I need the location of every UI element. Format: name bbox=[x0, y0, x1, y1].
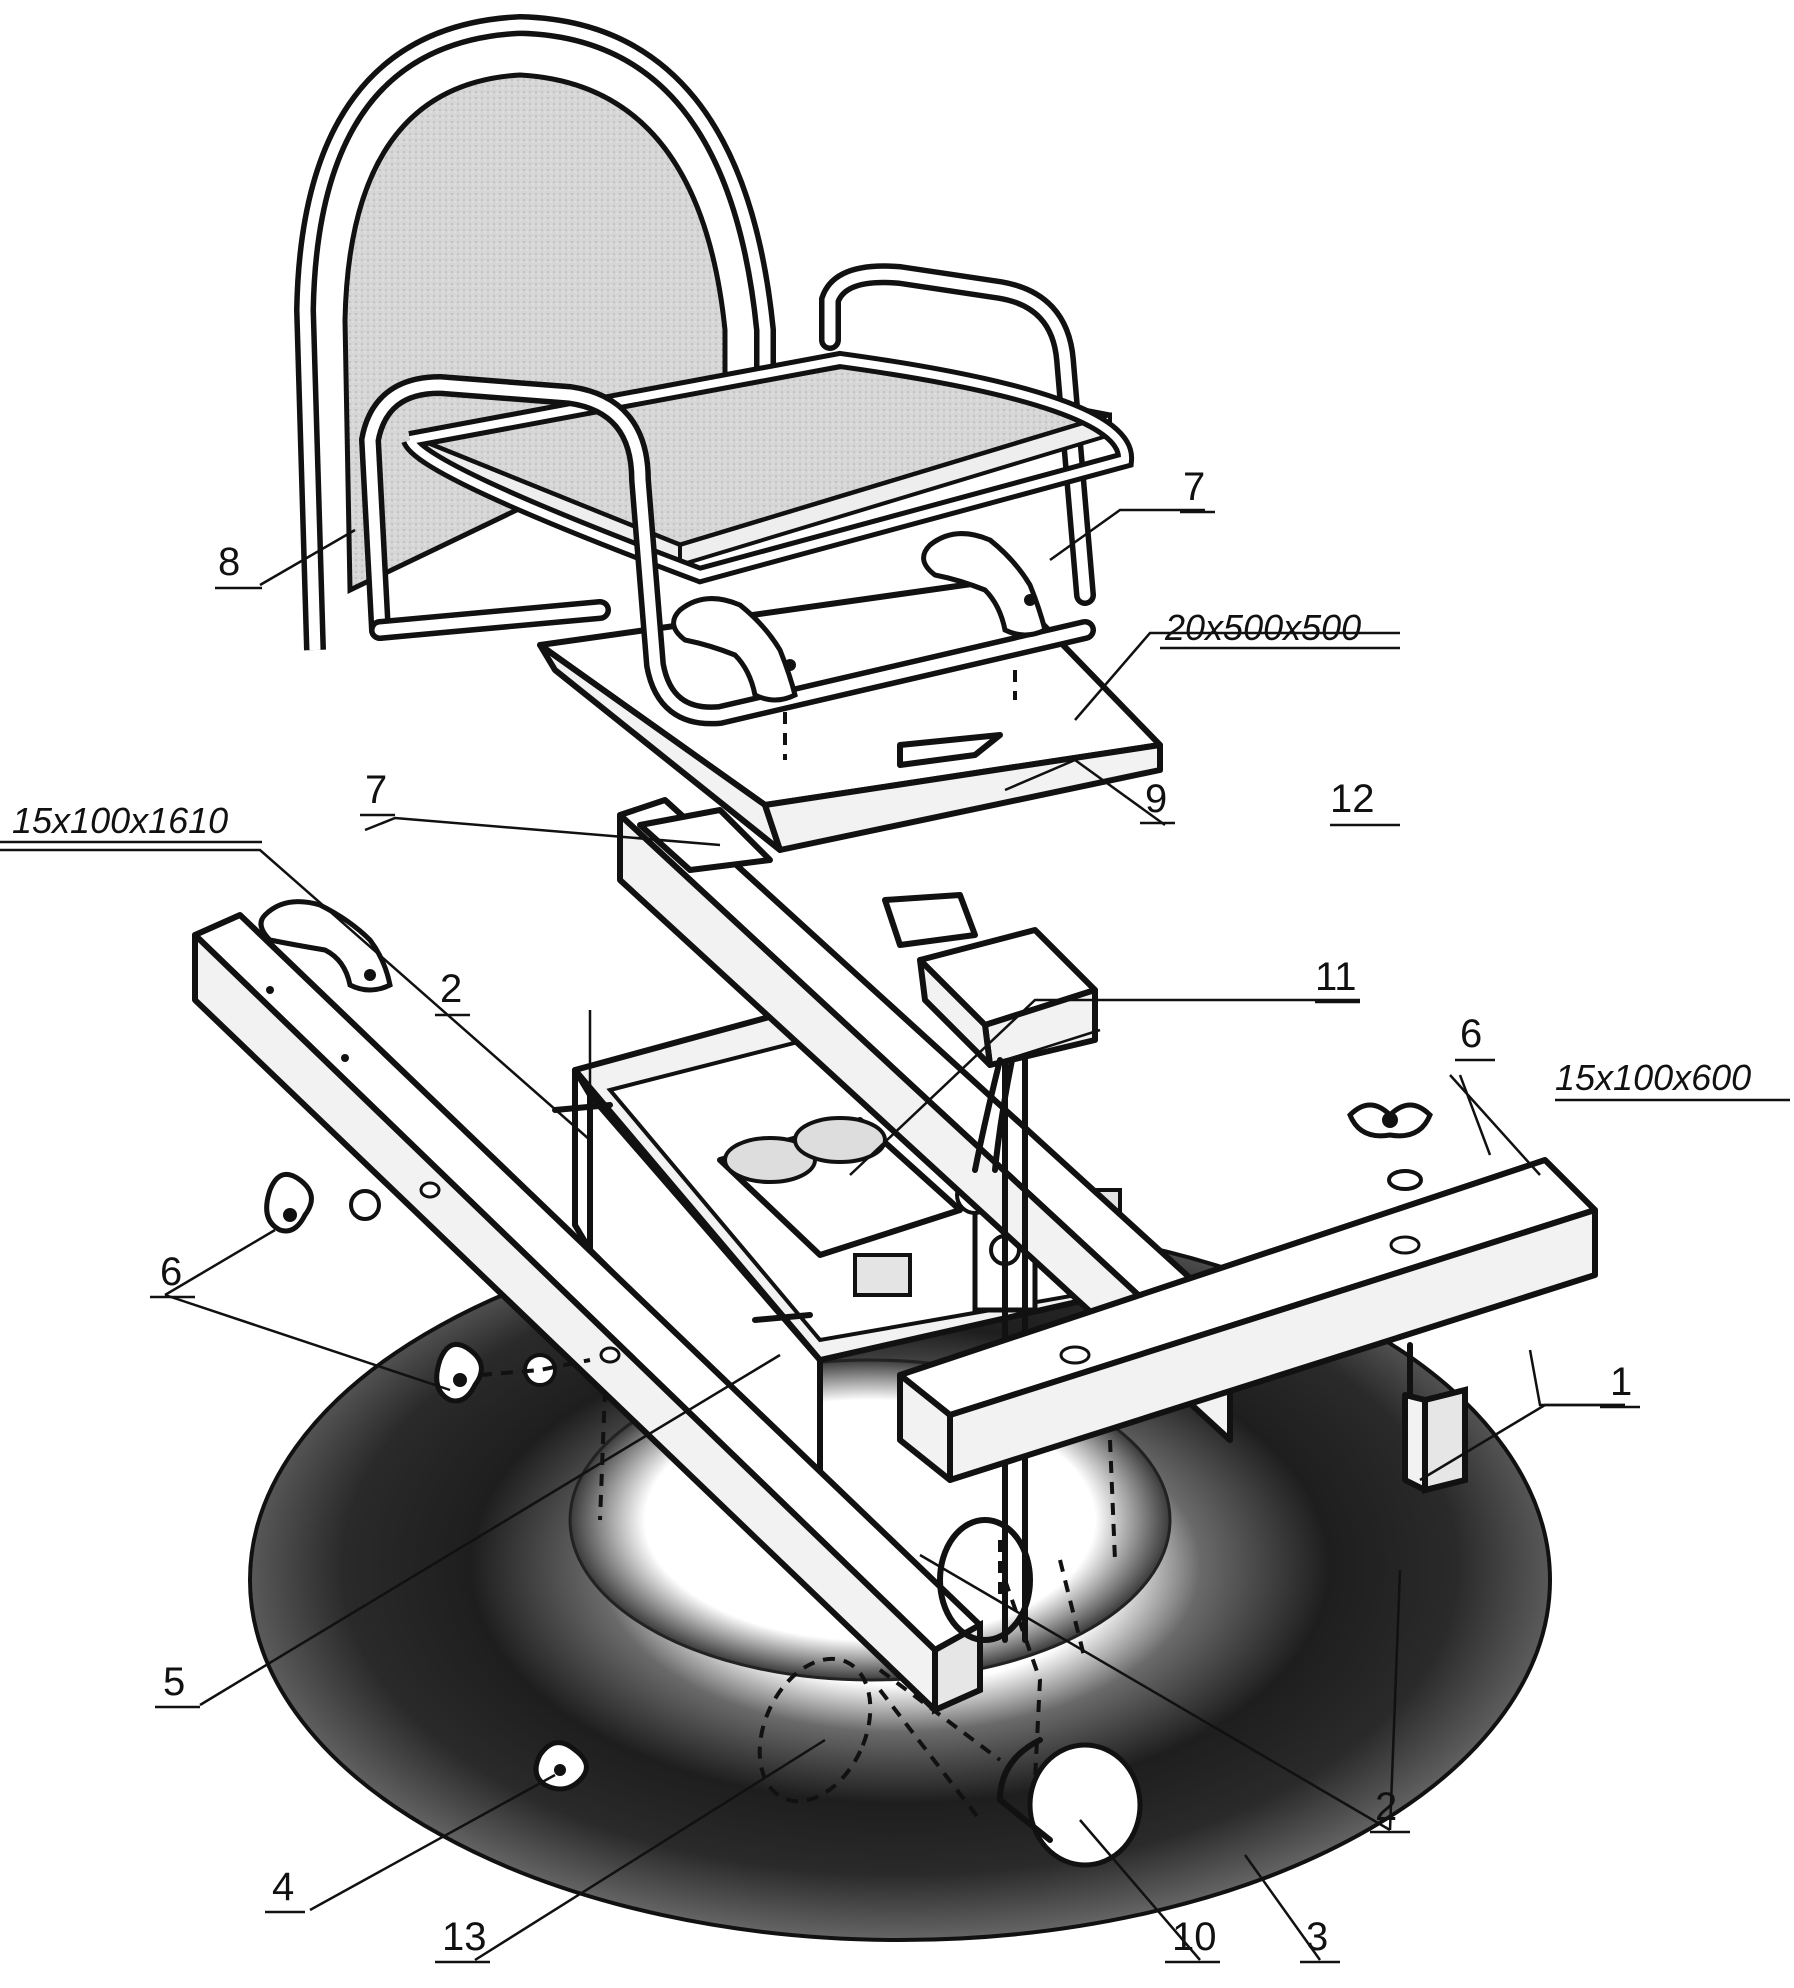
callout-6-left: 6 bbox=[160, 1250, 182, 1294]
wing-nut-left-upper bbox=[264, 1171, 314, 1234]
wing-nut-right bbox=[1347, 1102, 1433, 1139]
washer-left-upper bbox=[349, 1189, 381, 1221]
label-underlines bbox=[150, 510, 1640, 1964]
callout-13: 13 bbox=[442, 1915, 487, 1959]
callout-labels: 8 7 9 12 11 2 7 6 1 6 5 2 3 10 13 4 15x1… bbox=[12, 465, 1751, 1959]
callout-7-upper: 7 bbox=[1183, 465, 1205, 509]
motor-underwater bbox=[757, 1559, 1143, 1868]
propeller-blade bbox=[757, 1656, 873, 1804]
callout-11: 11 bbox=[1315, 955, 1357, 999]
dimension-seat-board: 20x500x500 bbox=[1164, 607, 1361, 648]
motor-cap bbox=[1027, 1742, 1143, 1868]
callout-9: 9 bbox=[1145, 777, 1167, 821]
wing-nut-left-lower bbox=[434, 1341, 484, 1404]
cross-beam bbox=[897, 1157, 1598, 1483]
bracket-upper-left bbox=[671, 596, 798, 703]
callout-4: 4 bbox=[272, 1865, 294, 1909]
callout-1: 1 bbox=[1610, 1360, 1632, 1404]
end-block bbox=[1402, 1342, 1468, 1494]
dimension-cross-beam: 15x100x600 bbox=[1555, 1057, 1751, 1098]
callout-2-lower: 2 bbox=[1375, 1785, 1397, 1829]
callout-6-right: 6 bbox=[1460, 1012, 1482, 1056]
callout-8: 8 bbox=[218, 540, 240, 584]
battery-box bbox=[552, 992, 1133, 1483]
board-block bbox=[637, 807, 773, 873]
chair bbox=[294, 14, 1134, 727]
callout-3: 3 bbox=[1306, 1915, 1328, 1959]
bracket-upper-right bbox=[921, 531, 1048, 638]
dimension-long-beam: 15x100x1610 bbox=[12, 800, 228, 841]
leader-lines bbox=[0, 508, 1625, 1962]
washer-right bbox=[1387, 1169, 1423, 1191]
callout-2-upper: 2 bbox=[440, 967, 462, 1011]
callout-5: 5 bbox=[163, 1660, 185, 1704]
callout-12: 12 bbox=[1330, 777, 1375, 821]
callout-10: 10 bbox=[1172, 1915, 1217, 1959]
callout-7-lower: 7 bbox=[365, 768, 387, 812]
